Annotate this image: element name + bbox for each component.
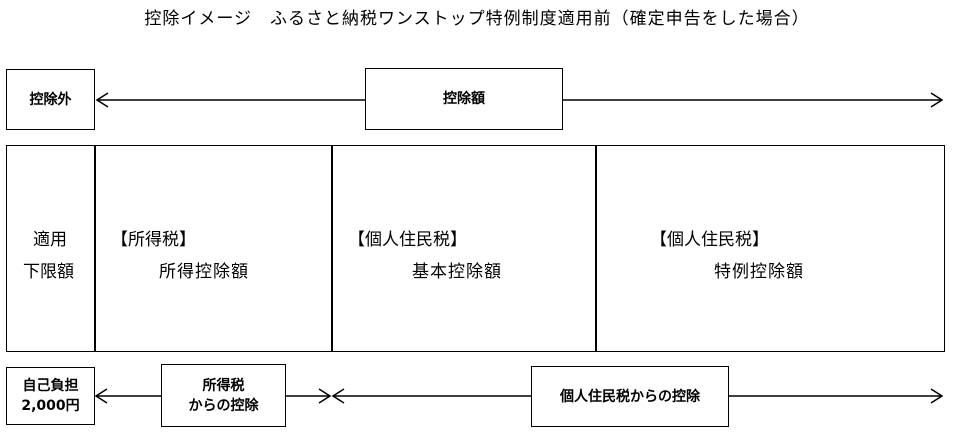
self-burden-box: 自己負担 2,000円 [6,367,95,425]
excluded-label: 控除外 [29,91,72,108]
resident-special-label: 特例控除額 [714,262,804,282]
excluded-box: 控除外 [6,69,95,130]
resident-special-header: 【個人住民税】 [650,230,769,250]
resident-basic-label: 基本控除額 [412,262,502,282]
deduction-breakdown-table [6,145,945,352]
resident-basic-header: 【個人住民税】 [348,230,467,250]
income-tax-header: 【所得税】 [111,230,196,250]
income-tax-label: 所得控除額 [159,262,249,282]
income-tax-deduction-line1: 所得税 [202,377,245,394]
limit-cell: 適用 下限額 [6,145,95,352]
self-burden-line2: 2,000円 [21,398,80,414]
resident-tax-deduction-box: 個人住民税からの控除 [531,366,729,427]
deduction-box: 控除額 [365,68,563,130]
deduction-label: 控除額 [443,91,485,107]
limit-line2: 下限額 [23,262,74,282]
limit-line1: 適用 [33,230,67,250]
table-divider [595,145,597,352]
self-burden-line1: 自己負担 [22,378,79,394]
table-divider [331,145,333,352]
income-tax-cell: 【所得税】 所得控除額 [95,145,331,352]
resident-special-cell: 【個人住民税】 特例控除額 [596,145,945,352]
table-divider [94,145,96,352]
income-tax-deduction-box: 所得税 からの控除 [161,364,286,427]
income-tax-deduction-line2: からの控除 [188,397,259,414]
resident-basic-cell: 【個人住民税】 基本控除額 [332,145,595,352]
page-title: 控除イメージ ふるさと納税ワンストップ特例制度適用前（確定申告をした場合） [144,9,810,29]
resident-tax-deduction-label: 個人住民税からの控除 [560,388,700,405]
